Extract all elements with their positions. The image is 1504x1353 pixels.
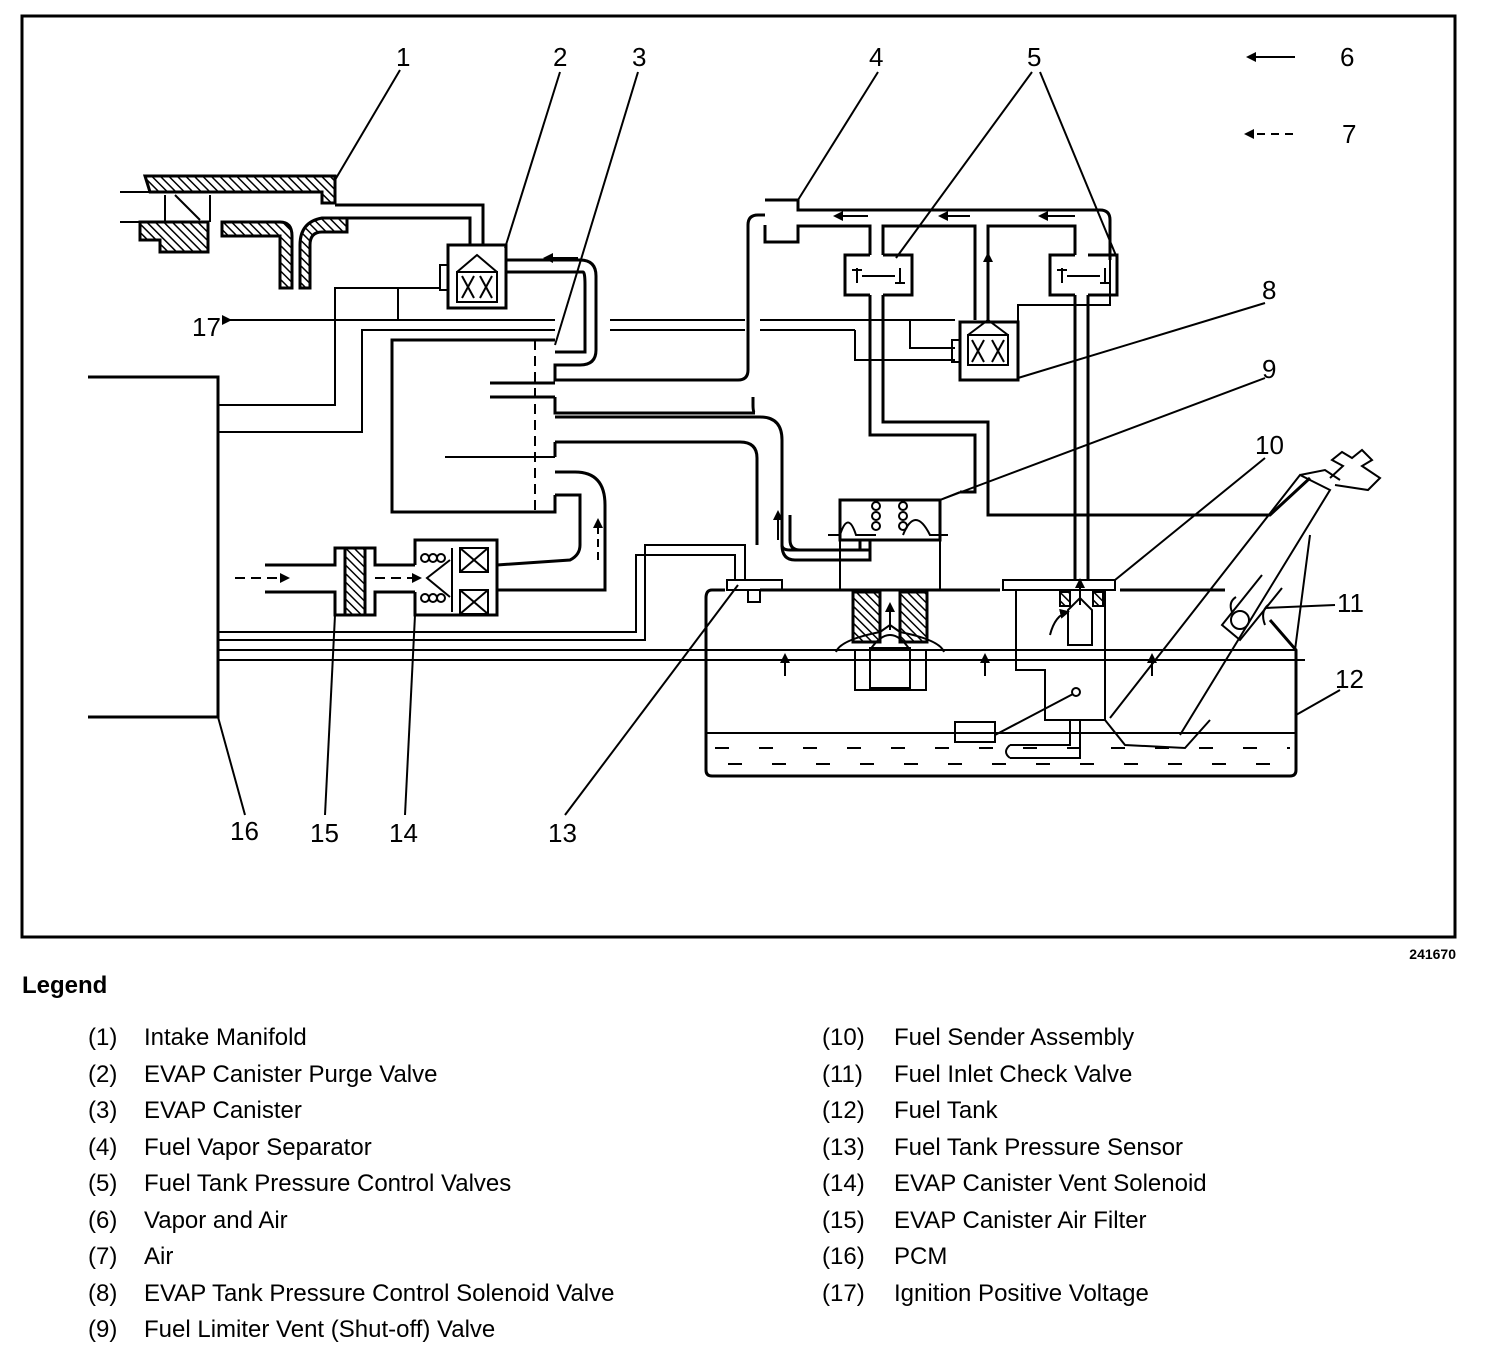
legend-title: Legend [22,972,108,999]
legend-item-label: Fuel Vapor Separator [144,1133,372,1161]
callout-2: 2 [553,42,567,72]
callout-14: 14 [389,818,418,848]
callout-9: 9 [1262,354,1276,384]
legend-item: (2) EVAP Canister Purge Valve [88,1061,614,1098]
legend-item: (15) EVAP Canister Air Filter [822,1207,1207,1244]
legend-item-label: EVAP Tank Pressure Control Solenoid Valv… [144,1279,615,1307]
legend-item-number: (1) [88,1024,118,1051]
legend-item-label: Fuel Tank [894,1097,998,1124]
legend-column-left: (1) Intake Manifold (2) EVAP Canister Purg… [88,1024,614,1353]
evap-canister [392,215,870,590]
legend-item-label: EVAP Canister Air Filter [894,1206,1147,1234]
pcm-wiring [218,288,1310,660]
legend-item-label: EVAP Canister Vent Solenoid [894,1170,1207,1197]
legend-item: (11) Fuel Inlet Check Valve [822,1061,1207,1098]
callout-16: 16 [230,816,259,846]
legend-item: (10) Fuel Sender Assembly [822,1024,1207,1061]
legend-item-label: Fuel Tank Pressure Control Valves [144,1170,512,1197]
legend-item-number: (6) [88,1206,118,1234]
legend-item-label: Fuel Inlet Check Valve [894,1060,1133,1088]
legend-item-label: EVAP Canister Purge Valve [144,1060,438,1088]
callout-labels: 1 2 3 4 5 6 7 8 9 10 11 12 13 14 15 16 1… [192,42,1364,848]
legend-item-label: EVAP Canister [144,1097,302,1124]
intake-manifold [120,176,347,288]
callout-6: 6 [1340,42,1354,72]
callout-4: 4 [869,42,883,72]
legend-item: (12) Fuel Tank [822,1097,1207,1134]
legend-item-label: PCM [894,1243,948,1270]
legend-item-number: (11) [822,1060,863,1088]
callout-12: 12 [1335,664,1364,694]
callout-3: 3 [632,42,646,72]
figure-id: 241670 [1409,946,1456,962]
legend-column-right: (10) Fuel Sender Assembly (11) Fuel Inlet … [822,1024,1207,1316]
legend-item-label: Air [144,1243,174,1270]
legend-item-number: (2) [88,1060,118,1088]
legend-item-label: Fuel Sender Assembly [894,1024,1135,1051]
fuel-tank [706,590,1296,776]
legend-item-number: (16) [822,1243,865,1270]
legend-item-number: (13) [822,1133,865,1161]
legend-item-number: (5) [88,1170,118,1197]
callout-11: 11 [1337,588,1364,618]
legend-item: (14) EVAP Canister Vent Solenoid [822,1170,1207,1207]
fuel-tank-pressure-control-valves [845,255,1310,580]
evap-tank-pressure-control-solenoid-valve [952,260,1110,380]
fuel-sender-assembly [955,578,1115,758]
legend-item: (7) Air [88,1243,614,1280]
legend-item-number: (4) [88,1133,118,1161]
legend-item: (6) Vapor and Air [88,1207,614,1244]
legend-item: (13) Fuel Tank Pressure Sensor [822,1134,1207,1171]
fuel-filler-neck [1105,450,1380,748]
legend-item-label: Intake Manifold [144,1024,307,1051]
legend-item-number: (8) [88,1279,118,1307]
legend-item: (8) EVAP Tank Pressure Control Solenoid V… [88,1280,614,1317]
legend-item: (3) EVAP Canister [88,1097,614,1134]
legend-item-number: (12) [822,1097,865,1124]
legend-item: (9) Fuel Limiter Vent (Shut-off) Valve [88,1316,614,1353]
legend-item-number: (17) [822,1279,865,1307]
legend-item-label: Ignition Positive Voltage [894,1279,1149,1307]
evap-canister-purge-valve [440,245,506,308]
legend-item-number: (3) [88,1097,118,1124]
callout-10: 10 [1255,430,1284,460]
legend-item: (4) Fuel Vapor Separator [88,1134,614,1171]
callout-13: 13 [548,818,577,848]
callout-8: 8 [1262,275,1276,305]
legend-item-label: Fuel Limiter Vent (Shut-off) Valve [144,1316,496,1343]
callout-5: 5 [1027,42,1041,72]
callout-7: 7 [1342,119,1356,149]
evap-canister-air-filter [235,548,422,615]
pcm-module [88,377,218,717]
legend-item: (1) Intake Manifold [88,1024,614,1061]
fuel-inlet-check-valve [1231,597,1268,629]
callout-15: 15 [310,818,339,848]
legend-item-number: (10) [822,1024,865,1051]
legend-item-number: (14) [822,1170,865,1197]
diagram-frame [22,16,1455,937]
legend-item-label: Fuel Tank Pressure Sensor [894,1133,1184,1161]
legend-item-number: (7) [88,1243,118,1270]
callout-1: 1 [396,42,410,72]
fuel-vapor-separator [765,200,1110,320]
fuel-tank-pressure-sensor [727,580,782,602]
legend-item: (17) Ignition Positive Voltage [822,1280,1207,1317]
leader-lines [218,70,1340,815]
fuel-limiter-vent-valve [773,492,960,590]
legend-item-number: (15) [822,1206,865,1234]
legend-item-number: (9) [88,1316,118,1343]
legend-item: (5) Fuel Tank Pressure Control Valves [88,1170,614,1207]
callout-17: 17 [192,312,221,342]
evap-canister-vent-solenoid [415,540,497,615]
evap-system-diagram: 1 2 3 4 5 6 7 8 9 10 11 12 13 14 15 16 1… [0,0,1504,945]
legend-item: (16) PCM [822,1243,1207,1280]
legend-item-label: Vapor and Air [144,1206,288,1234]
roll-over-valve [836,592,944,690]
